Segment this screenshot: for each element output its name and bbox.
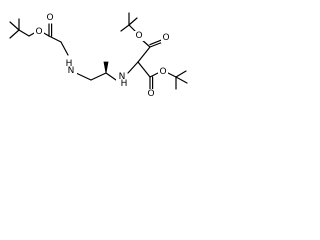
atom-n-left: N — [68, 66, 75, 76]
atom-o-ester-top: O — [135, 31, 142, 41]
atom-o-ester-left: O — [35, 27, 42, 37]
chiral-center — [103, 61, 117, 81]
atom-o-ester-bottom: O — [159, 67, 166, 77]
atom-h-right: H — [121, 79, 128, 89]
left-ester-linkage — [28, 23, 62, 43]
left-tert-butyl-group — [9, 18, 30, 39]
chemical-structure-diagram: O O H N N H O O O O — [9, 12, 188, 99]
atom-n-right: N — [119, 72, 126, 82]
atom-o-carbonyl-bottom: O — [147, 89, 154, 99]
atom-h-left: H — [66, 59, 73, 69]
stereo-wedge-bond — [103, 61, 109, 74]
left-glycine-ch2-to-nh — [60, 41, 107, 81]
atom-o-carbonyl-left: O — [46, 13, 53, 23]
atom-o-carbonyl-top: O — [162, 33, 169, 43]
right-malonate-backbone — [127, 46, 151, 78]
top-tert-butyl-group — [120, 12, 138, 32]
bottom-tert-butyl-group — [175, 70, 188, 90]
